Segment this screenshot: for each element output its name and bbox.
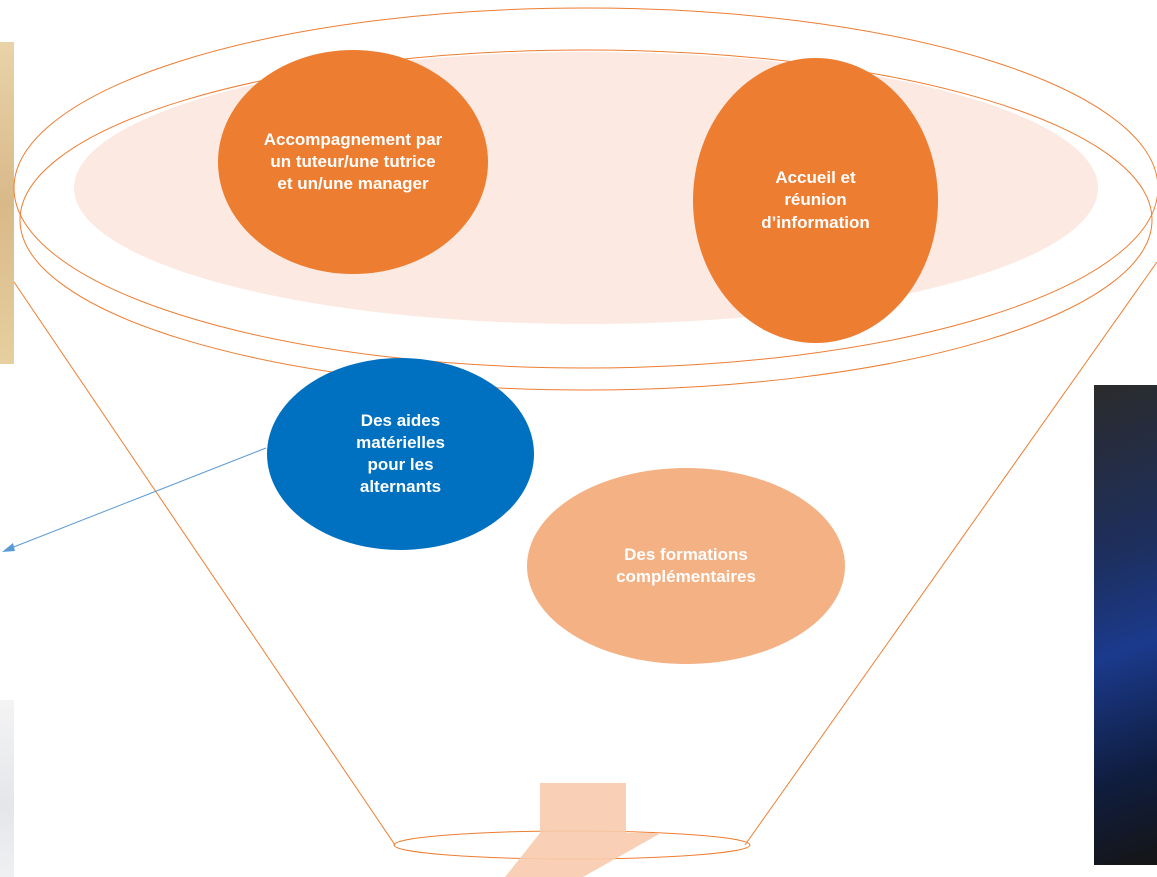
bubble-formations-line-1: Des formations: [624, 544, 748, 564]
bubble-accompagnement: Accompagnement par un tuteur/une tutrice…: [218, 50, 488, 274]
bubble-aides-text: Des aides matérielles pour les alternant…: [356, 410, 445, 498]
bubble-accompagnement-line-1: Accompagnement par: [263, 129, 443, 149]
funnel-left-side: [13, 281, 396, 846]
bubble-aides-line-1: Des aides: [360, 410, 441, 430]
bubble-formations: Des formations complémentaires: [527, 468, 845, 664]
funnel-outer-rim: [13, 7, 1157, 369]
bubble-accueil-line-2: réunion: [784, 190, 847, 210]
bubble-accompagnement-line-3: et un/une manager: [277, 174, 429, 194]
bubble-aides-line-3: pour les: [367, 455, 434, 474]
down-arrow: [505, 783, 661, 877]
bubble-accompagnement-text: Accompagnement par un tuteur/une tutrice…: [264, 129, 443, 195]
bubble-accueil: Accueil et réunion d’information: [693, 58, 938, 343]
connector-arrowhead: [2, 543, 15, 552]
bubble-formations-text: Des formations complémentaires: [616, 544, 756, 588]
bubble-accueil-line-3: d’information: [761, 212, 870, 232]
bubble-accompagnement-line-2: un tuteur/une tutrice: [270, 151, 436, 171]
connector-line: [5, 447, 267, 551]
bubble-accueil-line-1: Accueil et: [775, 168, 856, 188]
funnel-inner-rim: [19, 49, 1153, 391]
bubble-aides-line-2: matérielles: [356, 432, 445, 452]
bubble-aides-line-4: alternants: [359, 477, 442, 497]
bubble-aides: Des aides matérielles pour les alternant…: [267, 358, 534, 550]
bubble-formations-line-2: complémentaires: [616, 567, 756, 586]
right-photo: [1094, 385, 1157, 865]
bubble-accueil-text: Accueil et réunion d’information: [761, 167, 870, 233]
left-photo-bottom: [0, 700, 14, 877]
left-photo-top: [0, 42, 14, 364]
funnel-right-side: [744, 261, 1157, 846]
